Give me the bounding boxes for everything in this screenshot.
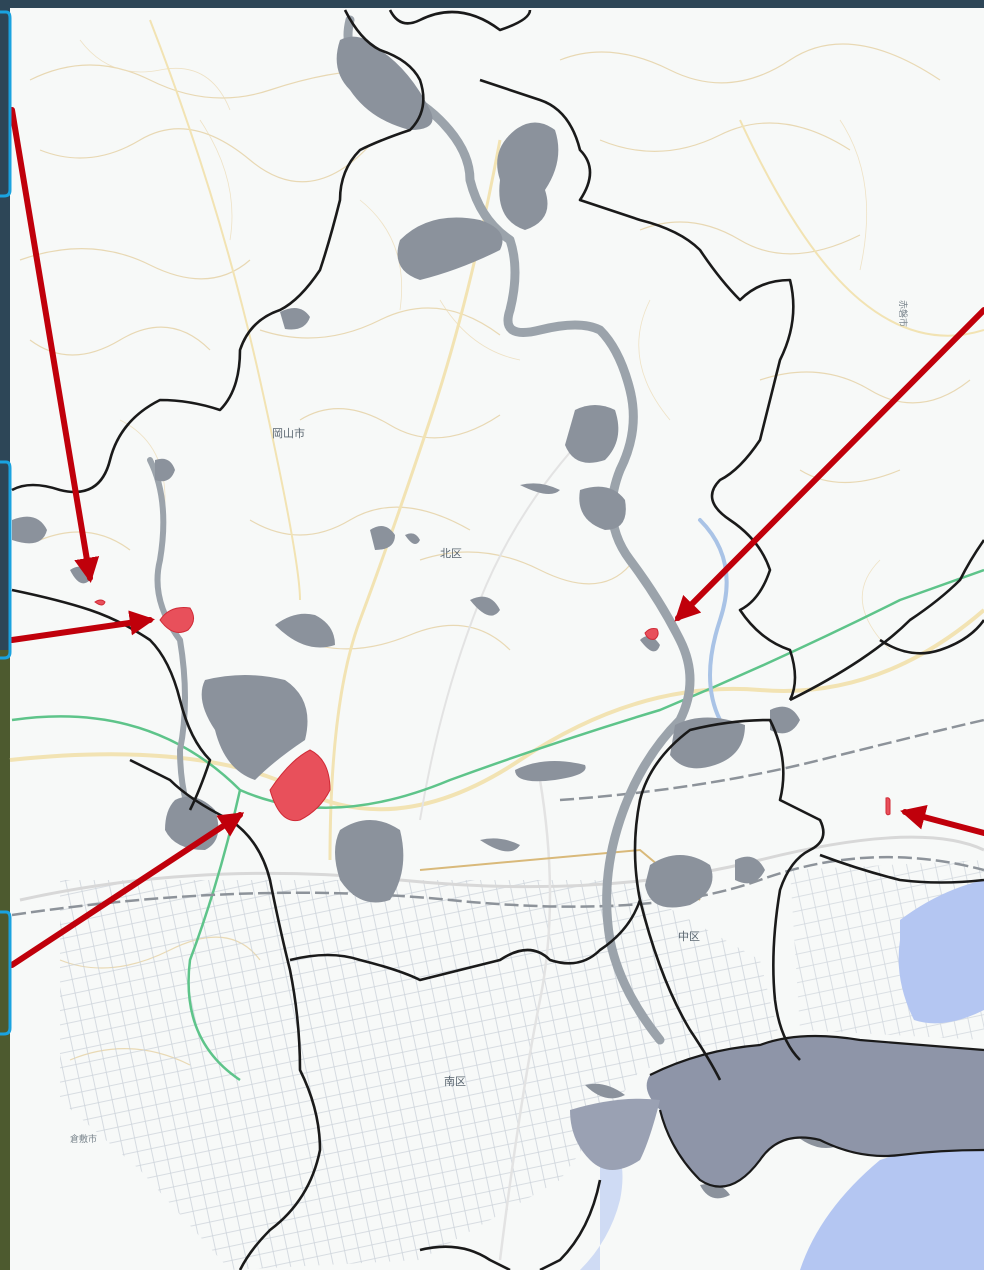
highlight-areas	[94, 599, 891, 822]
label-akaiwa-city: 赤磐市	[897, 300, 909, 327]
annotation-arrows	[9, 107, 984, 968]
port-industrial-area[interactable]	[646, 1036, 984, 1187]
municipal-boundaries	[11, 9, 984, 1270]
highlight-area-south[interactable]	[269, 749, 331, 822]
callout-box-edges	[0, 10, 12, 1036]
label-naka-ku: 中区	[678, 930, 700, 943]
urban-areas	[12, 36, 900, 1199]
port-industrial-west	[570, 1098, 660, 1170]
label-minami-ku: 南区	[444, 1075, 466, 1088]
label-kita-ku: 北区	[440, 547, 462, 560]
highlight-area-west[interactable]	[159, 607, 194, 633]
arrow-top-left	[9, 107, 100, 583]
callout-box-1[interactable]	[0, 10, 12, 198]
terrain-contours-fine	[79, 39, 891, 651]
highlight-area-west-small[interactable]	[94, 599, 106, 606]
arrow-top-right	[674, 307, 984, 622]
callout-box-2[interactable]	[0, 460, 12, 660]
arrow-bottom-right	[900, 805, 984, 836]
label-kurashiki-city: 倉敷市	[70, 1133, 97, 1145]
label-okayama-city: 岡山市	[272, 426, 305, 440]
port-boundary	[649, 1034, 984, 1188]
arrow-mid-left	[9, 610, 155, 643]
callout-box-3[interactable]	[0, 910, 12, 1036]
highlight-area-east[interactable]	[644, 628, 659, 640]
arrow-bottom-left	[9, 812, 245, 968]
highlight-area-far-east[interactable]	[885, 797, 891, 816]
top-frame	[0, 0, 984, 8]
rivers	[147, 15, 729, 1045]
expressway-branch	[187, 789, 242, 1082]
urban-street-grid	[60, 880, 780, 1270]
railways	[11, 718, 984, 917]
left-frame-lower	[0, 650, 12, 1270]
expressway	[11, 568, 984, 809]
